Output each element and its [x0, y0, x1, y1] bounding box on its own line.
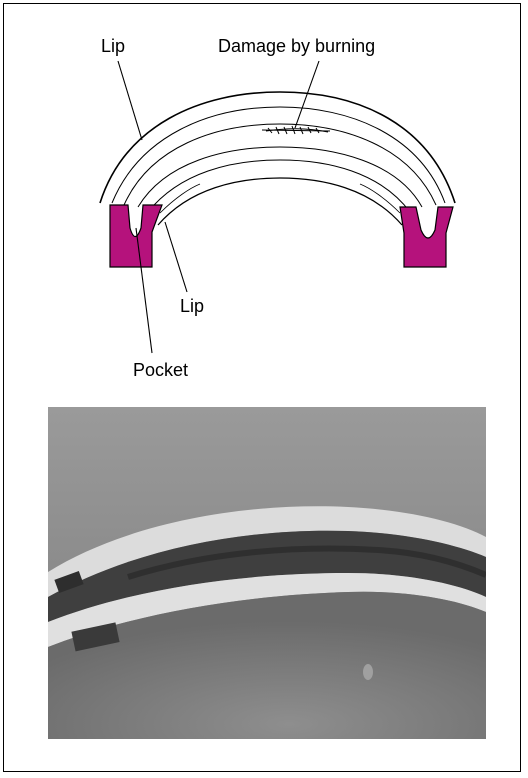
leader-lip-inner — [165, 222, 187, 292]
seal-damage-photo — [48, 407, 486, 739]
photo-rendering — [48, 407, 486, 739]
leader-lip-top — [118, 61, 142, 140]
seal-diagram — [0, 0, 528, 400]
seal-cross-section-right — [400, 207, 453, 267]
seal-cross-section-left — [110, 205, 162, 267]
